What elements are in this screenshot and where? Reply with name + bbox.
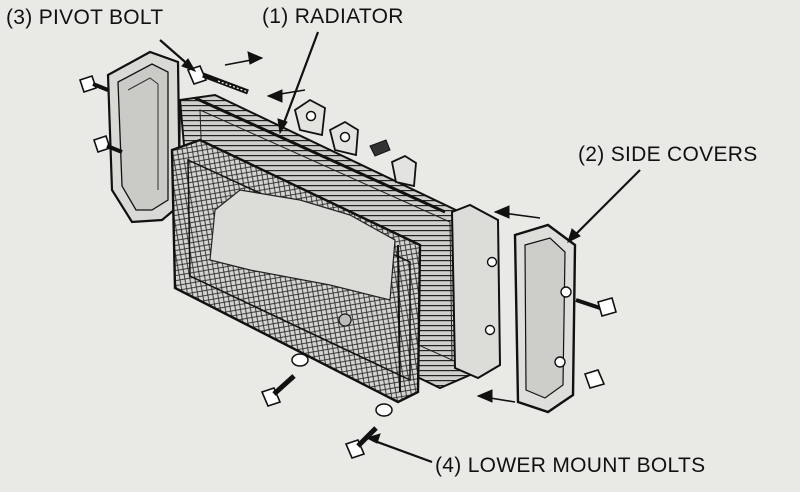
side-covers-callout: (2) SIDE COVERS — [578, 143, 758, 166]
side-cover-bolt-lower — [583, 369, 606, 389]
removal-arrows — [224, 51, 541, 403]
lower-mount-bolts-callout: (4) LOWER MOUNT BOLTS — [435, 454, 706, 477]
side-cover-bolt-upper — [575, 297, 617, 317]
grille-guard — [170, 138, 422, 404]
left-cover-bolt-lower — [92, 134, 123, 154]
lower-mount-bolt-right — [344, 403, 393, 459]
left-side-cover — [106, 50, 182, 224]
lower-mount-bolt-left — [260, 353, 309, 407]
radiator-mount-tabs — [293, 98, 417, 188]
pivot-bolt — [186, 65, 249, 95]
left-cover-bolt-upper — [78, 74, 109, 94]
right-side-cover-inner — [450, 203, 502, 380]
leader-lines — [159, 31, 641, 464]
right-side-cover-outer — [513, 223, 577, 414]
pivot-bolt-callout: (3) PIVOT BOLT — [6, 6, 164, 29]
radiator-callout: (1) RADIATOR — [262, 5, 404, 28]
